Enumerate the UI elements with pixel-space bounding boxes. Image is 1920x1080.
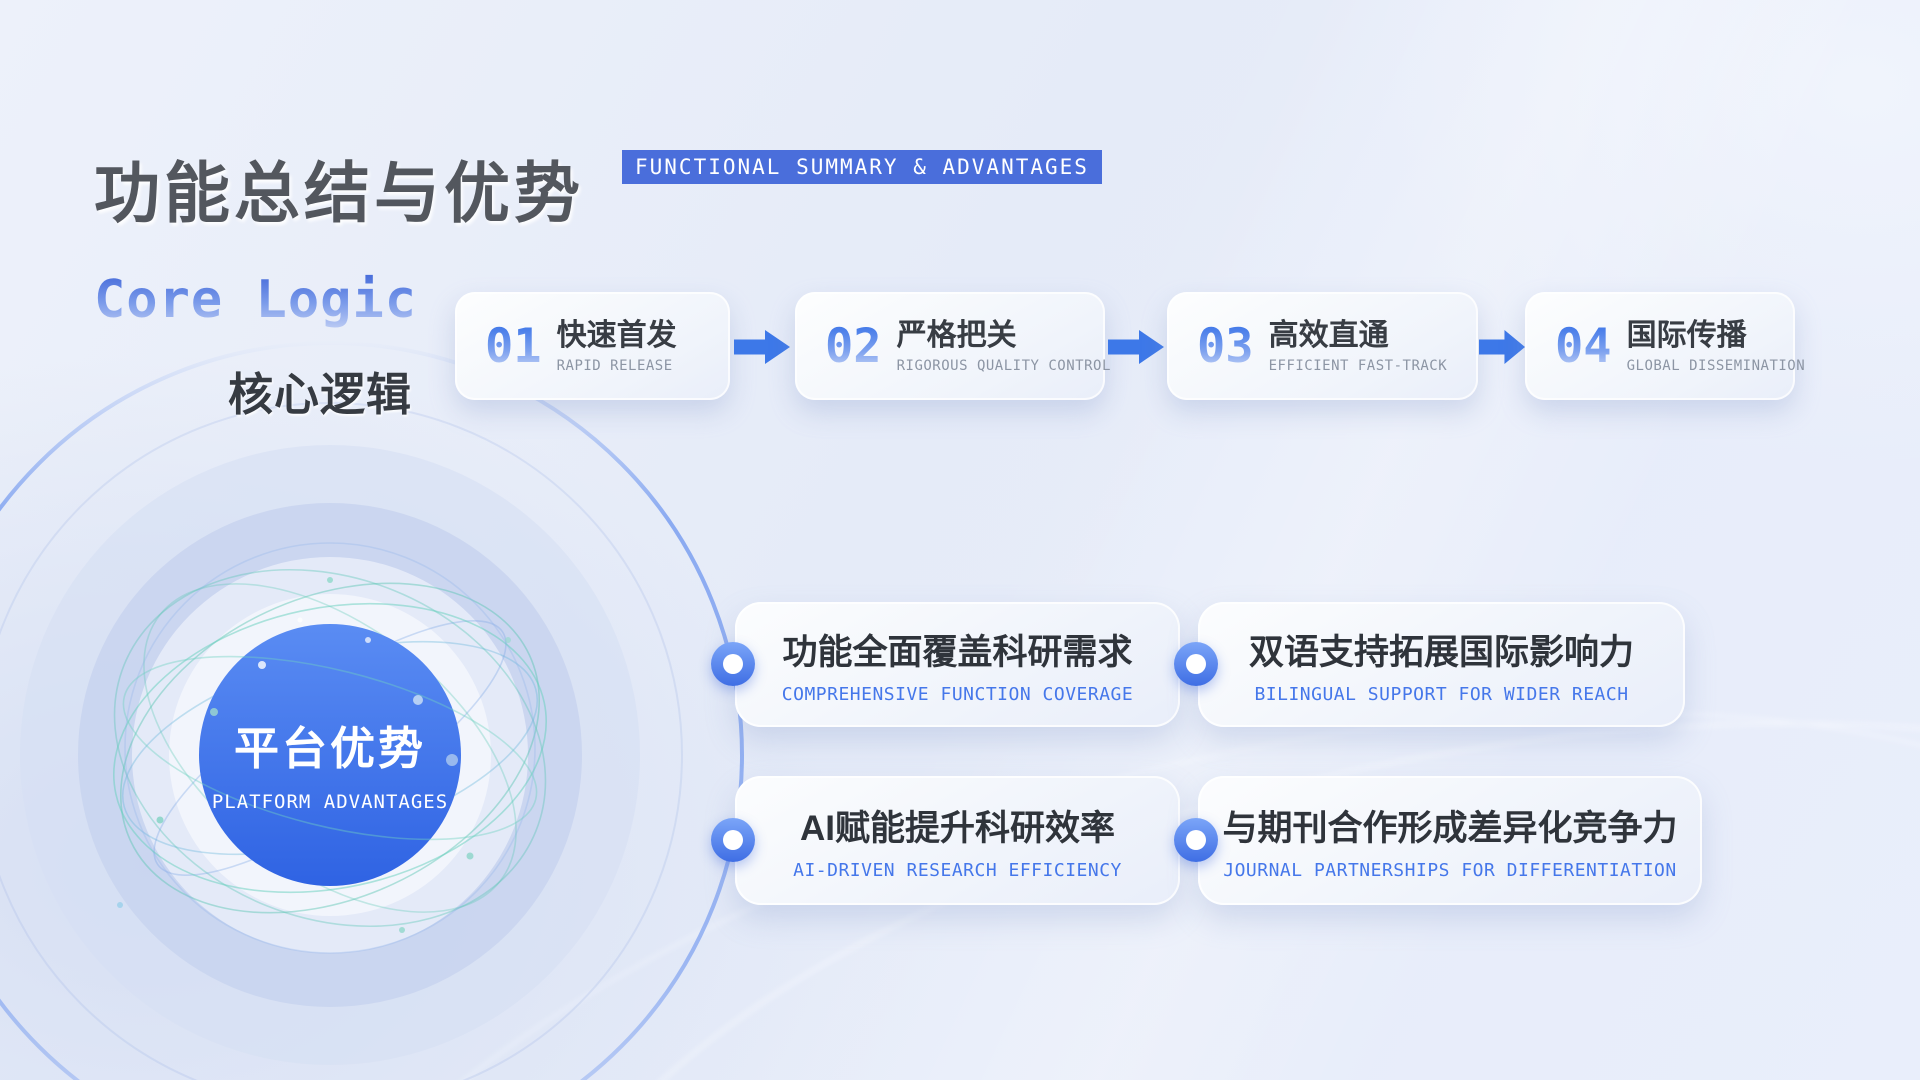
- platform-title-en: PLATFORM ADVANTAGES: [211, 791, 449, 813]
- globe-dots: [117, 577, 511, 933]
- step-card-2: 02 严格把关 RIGOROUS QUALITY CONTROL: [795, 292, 1110, 400]
- advantage-card-4: 与期刊合作形成差异化竞争力 JOURNAL PARTNERSHIPS FOR D…: [1198, 776, 1702, 905]
- step-title: 严格把关: [896, 318, 1017, 352]
- core-logic-title-en: Core Logic: [94, 270, 418, 330]
- advantage-title: 功能全面覆盖科研需求: [782, 633, 1133, 672]
- advantage-subtitle: BILINGUAL SUPPORT FOR WIDER REACH: [1254, 684, 1629, 705]
- arrow-right-icon: [734, 330, 790, 364]
- step-subtitle: RIGOROUS QUALITY CONTROL: [896, 357, 1111, 374]
- platform-title-zh: 平台优势: [233, 723, 426, 774]
- step-title: 快速首发: [556, 318, 677, 352]
- node-dot-icon: [1174, 818, 1218, 862]
- arrow-right-icon: [1108, 330, 1164, 364]
- advantage-subtitle: COMPREHENSIVE FUNCTION COVERAGE: [781, 684, 1134, 705]
- advantage-title: 双语支持拓展国际影响力: [1248, 633, 1634, 672]
- step-title: 国际传播: [1626, 318, 1747, 352]
- advantage-title: 与期刊合作形成差异化竞争力: [1222, 809, 1678, 848]
- step-number: 03: [1197, 318, 1254, 374]
- platform-label: 平台优势 PLATFORM ADVANTAGES: [130, 712, 530, 813]
- step-card-4: 04 国际传播 GLOBAL DISSEMINATION: [1525, 292, 1805, 400]
- core-logic-title-zh: 核心逻辑: [228, 369, 413, 420]
- node-dot-icon: [711, 818, 755, 862]
- step-subtitle: RAPID RELEASE: [556, 357, 673, 374]
- page-title: 功能总结与优势: [94, 156, 584, 230]
- advantage-title: AI赋能提升科研效率: [799, 809, 1115, 848]
- node-dot-icon: [1174, 642, 1218, 686]
- platform-circle: [199, 624, 461, 886]
- step-card-1: 01 快速首发 RAPID RELEASE: [455, 292, 730, 400]
- node-dot-icon: [711, 642, 755, 686]
- step-number: 01: [485, 318, 542, 374]
- step-number: 02: [825, 318, 882, 374]
- advantage-subtitle: JOURNAL PARTNERSHIPS FOR DIFFERENTIATION: [1223, 860, 1677, 881]
- advantage-card-2: 双语支持拓展国际影响力 BILINGUAL SUPPORT FOR WIDER …: [1198, 602, 1685, 727]
- advantage-card-3: AI赋能提升科研效率 AI-DRIVEN RESEARCH EFFICIENCY: [735, 776, 1180, 905]
- step-number: 04: [1555, 318, 1612, 374]
- step-subtitle: GLOBAL DISSEMINATION: [1626, 357, 1806, 374]
- advantage-subtitle: AI-DRIVEN RESEARCH EFFICIENCY: [793, 860, 1122, 881]
- advantage-card-1: 功能全面覆盖科研需求 COMPREHENSIVE FUNCTION COVERA…: [735, 602, 1180, 727]
- step-subtitle: EFFICIENT FAST-TRACK: [1268, 357, 1448, 374]
- title-badge: FUNCTIONAL SUMMARY & ADVANTAGES: [622, 150, 1102, 184]
- arrow-right-icon: [1479, 330, 1525, 364]
- step-title: 高效直通: [1268, 318, 1389, 352]
- connector-arc: [0, 341, 744, 1080]
- step-card-3: 03 高效直通 EFFICIENT FAST-TRACK: [1167, 292, 1478, 400]
